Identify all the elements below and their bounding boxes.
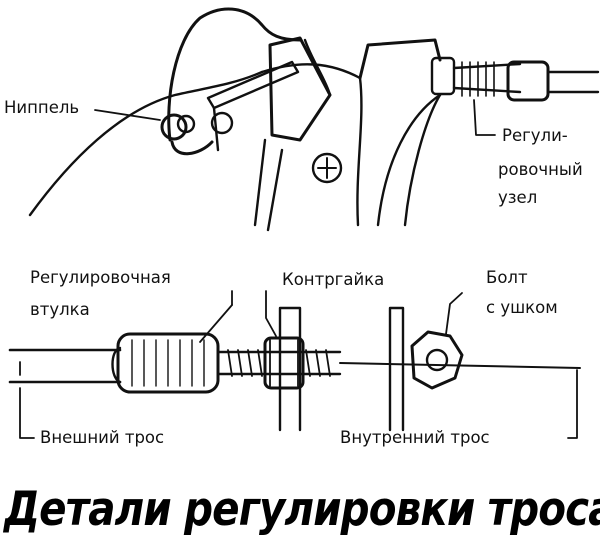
cable-assembly-drawing — [8, 290, 581, 439]
label-adjuster-unit-line2: ровочный — [498, 160, 583, 179]
label-eye-bolt-line1: Болт — [486, 268, 528, 287]
label-locknut: Контргайка — [282, 270, 385, 289]
label-outer-cable: Внешний трос — [40, 428, 165, 447]
label-adjuster-sleeve-line1: Регулировочная — [30, 268, 171, 287]
label-inner-cable: Внутренний трос — [340, 428, 490, 447]
label-adjuster-unit-line3: узел — [498, 188, 538, 207]
lever-bracket-drawing — [28, 7, 600, 232]
label-nipple: Ниппель — [4, 98, 80, 117]
label-adjuster-sleeve-line2: втулка — [30, 300, 90, 319]
label-eye-bolt-line2: с ушком — [486, 298, 558, 317]
diagram-title: Детали регулировки троса — [4, 482, 600, 537]
label-adjuster-unit-line1: Регули- — [502, 126, 568, 145]
